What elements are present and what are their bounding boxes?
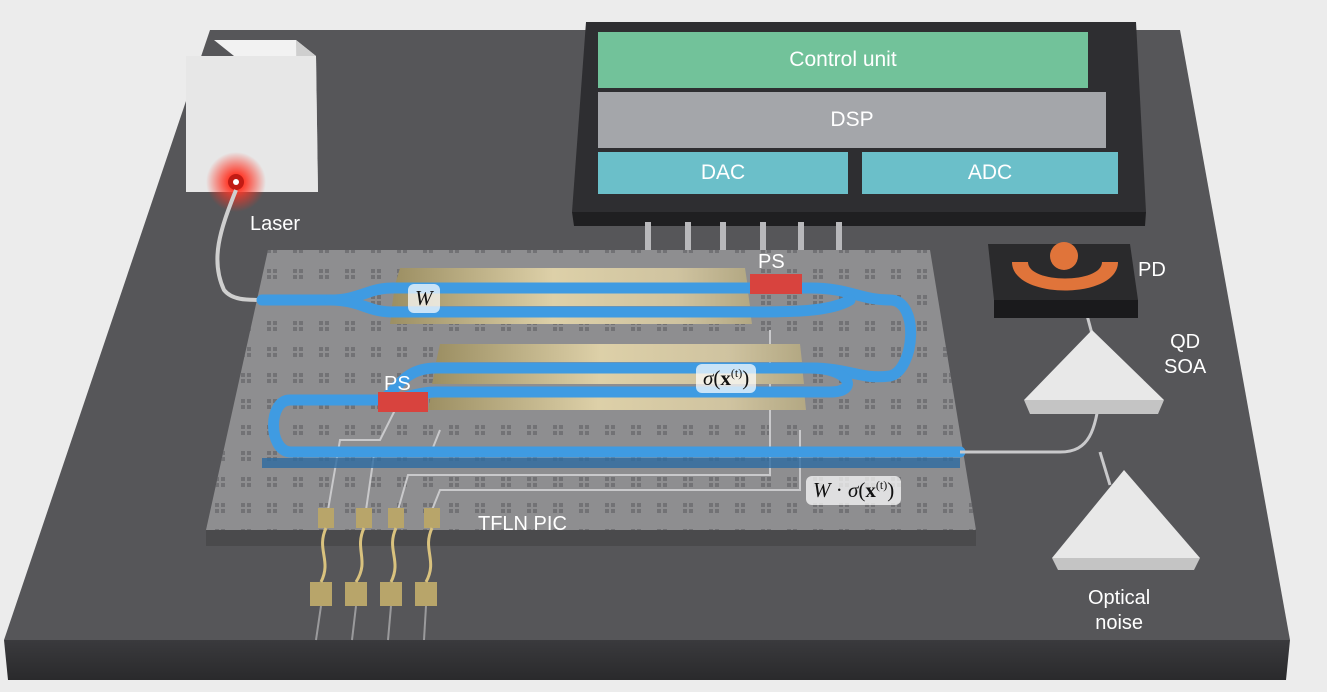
qd-soa-label-line1: QD (1170, 331, 1201, 353)
qd-soa-label: QD SOA (1164, 330, 1206, 380)
bond-pads (310, 508, 440, 606)
optical-noise-triangle (1052, 470, 1200, 558)
wire-bonds (319, 527, 434, 583)
optical-noise-label-line2: noise (1095, 612, 1144, 634)
activation-sigma: σ (703, 366, 714, 390)
pd-center (1050, 242, 1078, 270)
dsp-block: DSP (598, 92, 1106, 148)
tfln-chip-side (206, 530, 976, 546)
tfln-pic-label: TFLN PIC (478, 513, 567, 535)
laser-label: Laser (250, 213, 301, 235)
phase-shifter-top-label: PS (758, 251, 785, 273)
product-w: W (813, 478, 831, 502)
pd-base-top (988, 244, 1138, 300)
dac-block: DAC (598, 152, 848, 194)
optical-noise-label: Optical noise (1088, 586, 1150, 636)
product-label: W · σ(x(t)) (806, 476, 902, 506)
activation-open: ( (713, 366, 721, 390)
laser-box-top (214, 40, 316, 56)
noise-fiber (1098, 451, 1112, 486)
qd-soa-triangle (1024, 330, 1164, 400)
board-side (4, 640, 1290, 680)
phase-shifter-bottom-block (378, 392, 428, 412)
product-sup: (t) (875, 478, 888, 492)
adc-block: ADC (862, 152, 1118, 194)
activation-x: x (720, 366, 731, 390)
control-unit-block: Control unit (598, 32, 1088, 88)
product-x: x (865, 478, 876, 502)
pd-arc (1012, 262, 1118, 291)
product-open: ( (858, 478, 866, 502)
pd-label: PD (1138, 259, 1166, 281)
pd-base-front (994, 300, 1138, 318)
activation-label: σ(x(t)) (696, 364, 757, 394)
weight-matrix-label: W (408, 284, 440, 314)
laser-fiber (215, 189, 263, 302)
output-waveguide-edge (262, 458, 960, 468)
product-close: ) (887, 478, 895, 502)
weight-symbol: W (415, 286, 433, 310)
product-sigma: σ (848, 478, 859, 502)
qd-soa-label-line2: SOA (1164, 356, 1207, 378)
activation-close: ) (742, 366, 750, 390)
control-pins (645, 222, 842, 252)
phase-shifter-top-block (750, 274, 802, 294)
optical-noise-label-line1: Optical (1088, 587, 1151, 609)
phase-shifter-bottom-label: PS (384, 373, 411, 395)
board-traces (315, 605, 427, 641)
activation-sup: (t) (730, 366, 743, 380)
control-housing-edge (572, 212, 1146, 226)
product-dot: · (830, 478, 848, 502)
